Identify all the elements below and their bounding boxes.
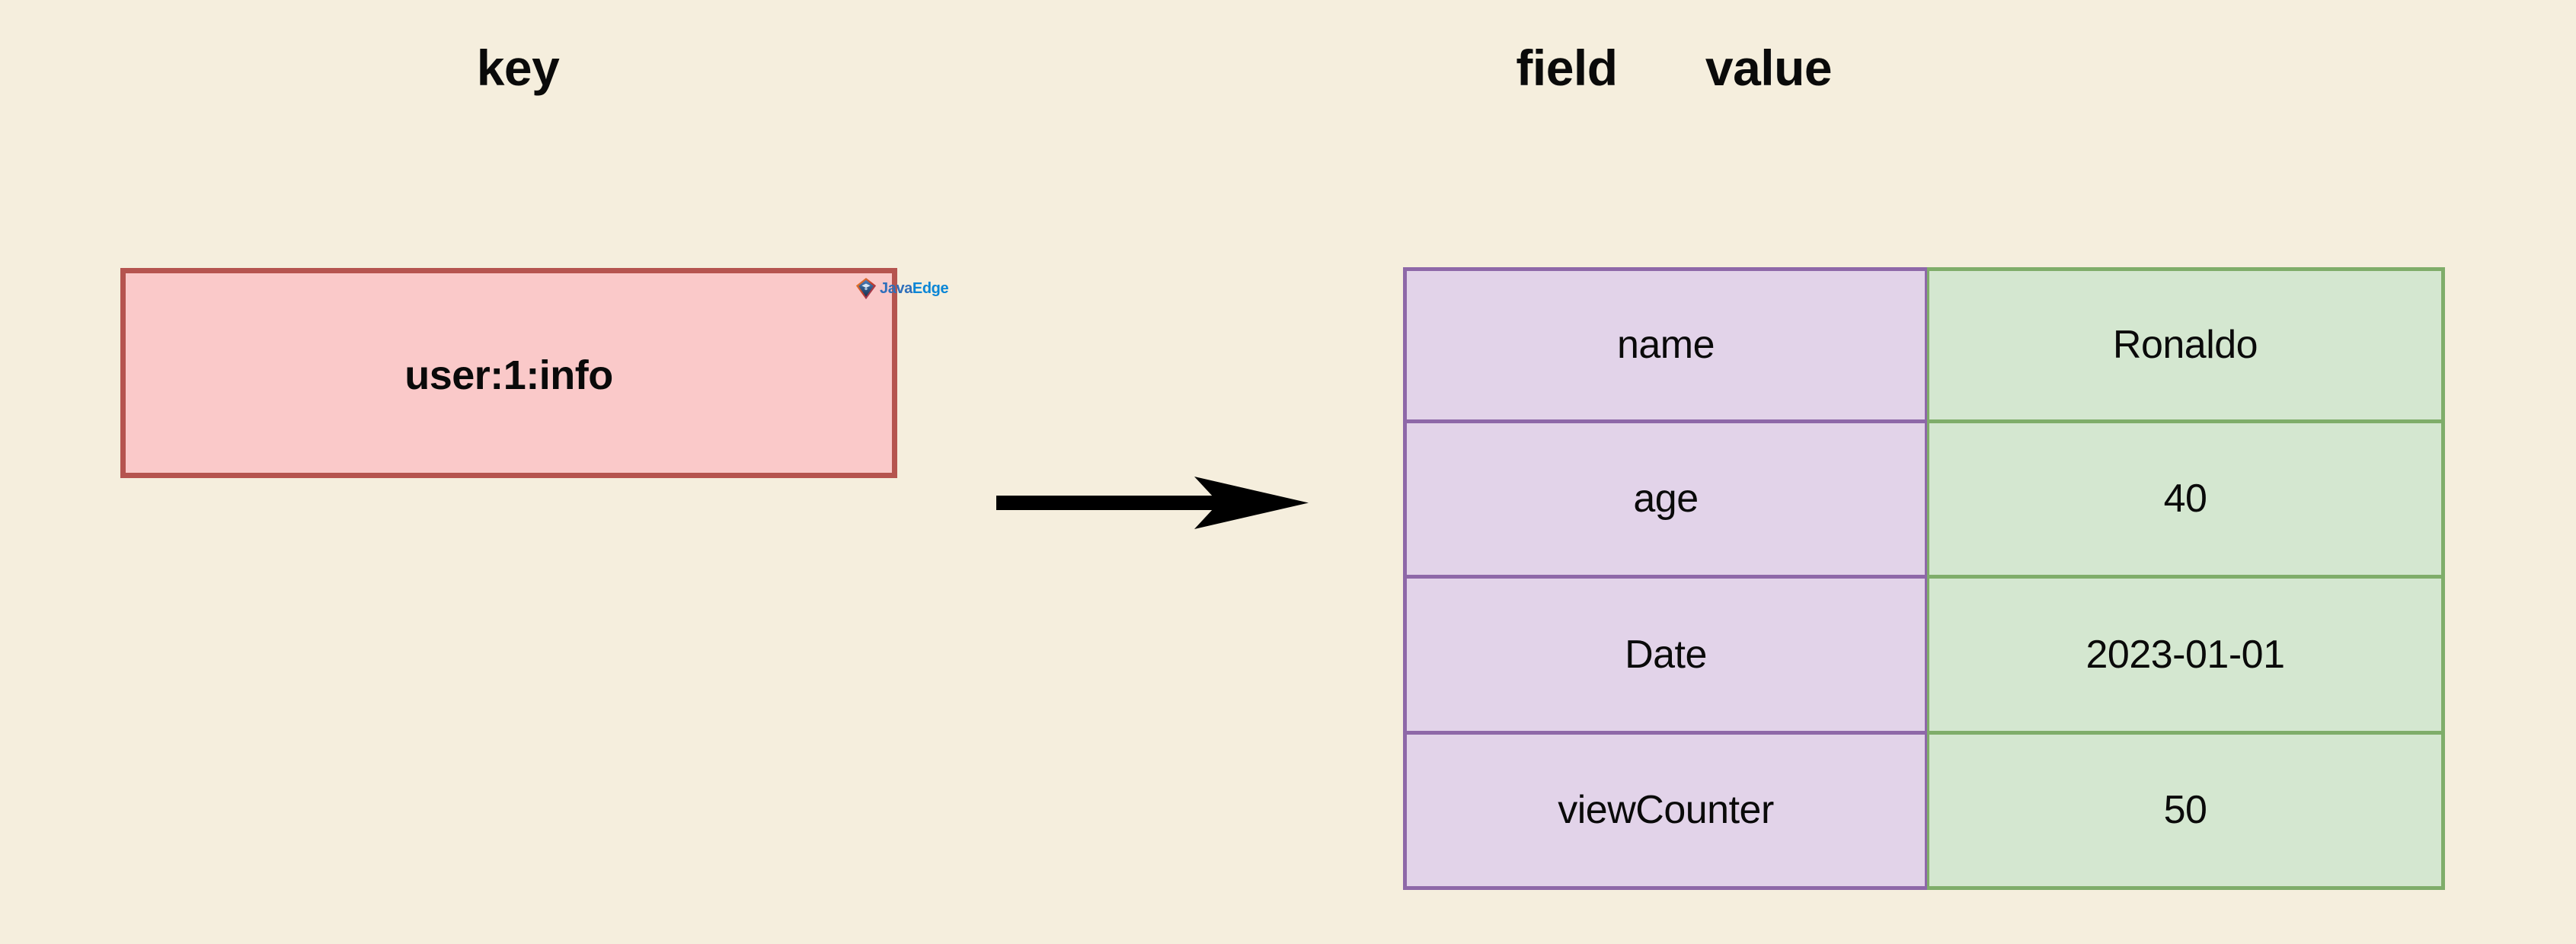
watermark-text-edge: Edge: [912, 280, 949, 297]
key-box: user:1:info: [120, 268, 897, 478]
table-row: Date 2023-01-01: [1403, 579, 2445, 735]
column-heading-value: value: [1705, 40, 1833, 96]
table-cell-value: 2023-01-01: [1927, 579, 2445, 735]
table-cell-field: name: [1403, 267, 1927, 423]
arrow-right-icon: [996, 477, 1309, 529]
column-heading-field: field: [1516, 40, 1618, 96]
table-cell-value: 40: [1927, 423, 2445, 579]
table-cell-field: age: [1403, 423, 1927, 579]
key-box-label: user:1:info: [404, 352, 613, 398]
table-cell-value: 50: [1927, 734, 2445, 890]
table-row: viewCounter 50: [1403, 734, 2445, 890]
table-cell-field: viewCounter: [1403, 734, 1927, 890]
table-row: name Ronaldo: [1403, 267, 2445, 423]
table-row: age 40: [1403, 423, 2445, 579]
table-cell-value: Ronaldo: [1927, 267, 2445, 423]
column-heading-key: key: [476, 40, 560, 96]
hash-field-value-table: name Ronaldo age 40 Date 2023-01-01 view…: [1403, 267, 2445, 890]
table-cell-field: Date: [1403, 579, 1927, 735]
